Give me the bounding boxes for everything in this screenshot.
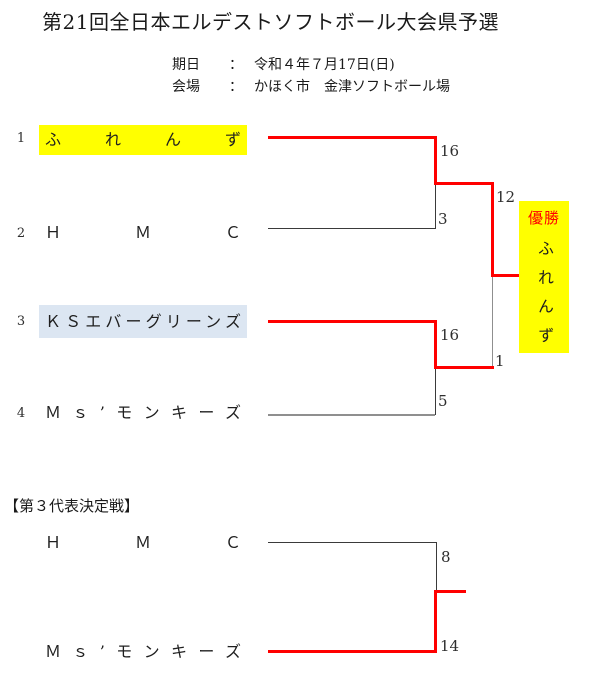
champion-name: ふれんず — [535, 240, 554, 356]
venue-label: 会場 — [172, 79, 200, 95]
bracket-line-team3-vertical — [434, 320, 437, 369]
bracket-line-team1 — [268, 136, 437, 139]
date-value: 令和４年７月17日(日) — [254, 57, 395, 73]
bracket-line-semi1-winner — [434, 182, 494, 185]
champion-label: 優勝 — [527, 209, 560, 227]
bracket-line-team3 — [268, 320, 437, 323]
venue-value: かほく市 金津ソフトボール場 — [254, 79, 450, 95]
champion-box: 優勝 ふれんず — [519, 201, 569, 356]
team-name-2: ＨＭＣ — [45, 223, 241, 242]
team-name-4: Ｍｓ’モンキーズ — [45, 403, 241, 422]
bracket-line-semi2-winner — [434, 366, 494, 369]
bracket-line-final-loser-vertical — [492, 277, 493, 368]
bracket-line-champion-stub — [491, 274, 519, 277]
seed-4: 4 — [16, 406, 26, 421]
score-semi1-loser: 3 — [438, 210, 448, 228]
page-title: 第21回全日本エルデストソフトボール大会県予選 — [42, 10, 499, 34]
third-place-team-bottom: Ｍｓ’モンキーズ — [45, 642, 241, 661]
third-place-heading: 【第３代表決定戦】 — [4, 497, 140, 515]
bracket-line-team2 — [268, 228, 435, 229]
bracket-line-team4 — [268, 414, 435, 416]
bracket-line-team1-vertical — [434, 136, 437, 185]
score-semi2-winner: 16 — [440, 326, 460, 344]
venue-separator: ： — [229, 79, 243, 95]
third-place-team-top: ＨＭＣ — [45, 533, 241, 552]
third-place-winner-stub — [436, 590, 466, 593]
score-final-winner: 12 — [496, 188, 516, 206]
third-place-line-top — [268, 542, 437, 543]
team-name-1: ふれんず — [39, 125, 247, 155]
date-separator: ： — [229, 57, 243, 73]
venue-row: 会場 ： かほく市 金津ソフトボール場 — [172, 76, 450, 96]
score-third-place-top: 8 — [441, 548, 451, 566]
bracket-line-final-winner-vertical — [491, 182, 494, 277]
bracket-line-team2-vertical — [435, 185, 436, 229]
seed-3: 3 — [16, 314, 26, 329]
date-row: 期日 ： 令和４年７月17日(日) — [172, 54, 395, 74]
score-final-loser: 1 — [495, 352, 505, 370]
date-label: 期日 — [172, 57, 200, 73]
bracket-line-team4-vertical — [435, 369, 436, 415]
seed-2: 2 — [16, 226, 26, 241]
third-place-line-bottom-vertical — [434, 590, 437, 653]
score-semi1-winner: 16 — [440, 142, 460, 160]
team-name-3: ＫＳエバーグリーンズ — [39, 305, 247, 338]
third-place-line-top-vertical — [436, 542, 437, 592]
third-place-line-bottom — [268, 650, 437, 653]
score-semi2-loser: 5 — [438, 392, 448, 410]
score-third-place-bottom: 14 — [440, 637, 460, 655]
seed-1: 1 — [16, 131, 26, 146]
